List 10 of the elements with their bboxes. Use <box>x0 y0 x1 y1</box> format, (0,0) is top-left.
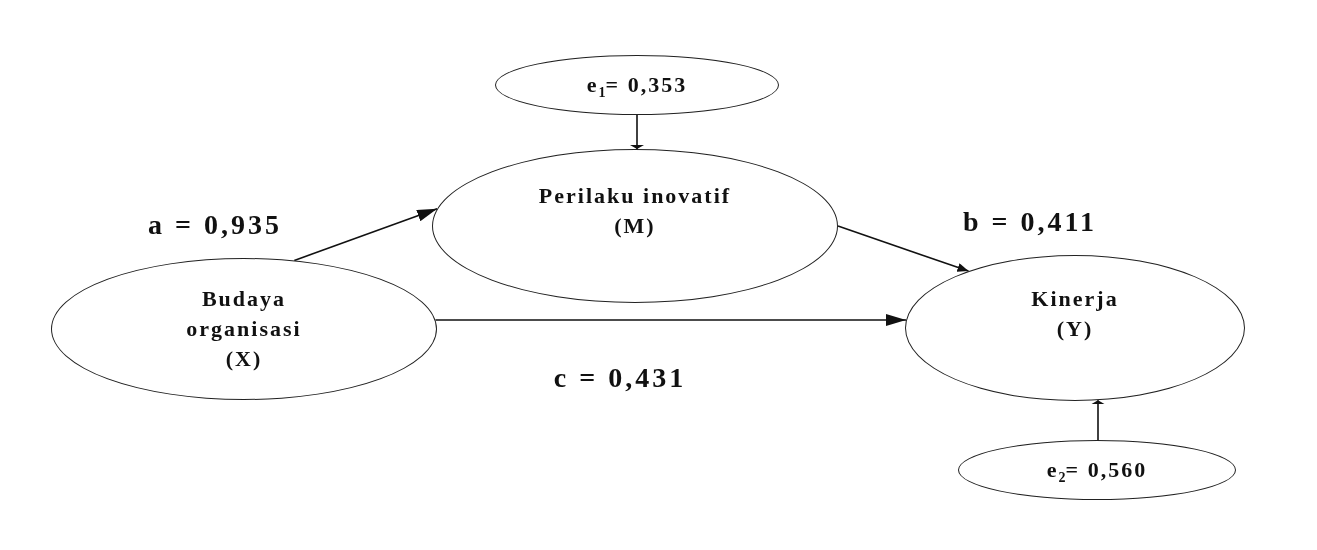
arrow <box>837 225 970 272</box>
node-label: e$_{1}$= 0,353 <box>586 71 688 100</box>
arrow <box>1091 399 1105 441</box>
arrow <box>434 314 907 326</box>
node-label: Perilaku inovatif (M) <box>537 182 733 240</box>
arrow <box>630 114 644 150</box>
arrow <box>293 208 438 262</box>
node-label: Budaya organisasi (X) <box>185 285 303 373</box>
node-label: e$_{2}$= 0,560 <box>1046 456 1148 485</box>
node-label: Kinerja (Y) <box>1030 285 1120 343</box>
